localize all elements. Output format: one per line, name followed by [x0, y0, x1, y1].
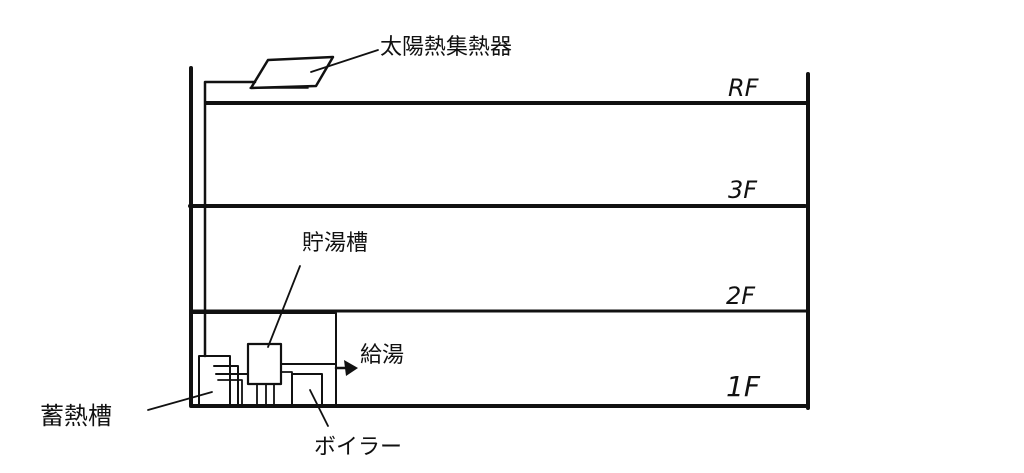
boiler-label: ボイラー — [314, 435, 402, 460]
tank-connector-pipe — [217, 379, 243, 407]
boiler — [291, 373, 323, 407]
solar-collector — [249, 55, 335, 90]
hot-water-storage-tank — [246, 342, 283, 386]
floor-label-3f: 3F — [728, 176, 758, 204]
storage-tank-leader-line — [267, 265, 301, 348]
tank-link-pipe — [280, 371, 293, 407]
heat-storage-leader-line — [147, 391, 213, 411]
heat-storage-tank-label: 蓄熱槽 — [40, 402, 112, 430]
supply-riser-pipe — [191, 312, 337, 407]
hot-water-supply-label: 給湯 — [360, 343, 404, 368]
floor-label-rf: RF — [728, 74, 760, 102]
collector-riser-pipe — [203, 80, 257, 358]
floor-label-2f: 2F — [726, 282, 756, 310]
storage-tank-label: 貯湯槽 — [302, 231, 368, 256]
collector-leader-line — [310, 49, 379, 73]
tank-loop-pipe — [213, 365, 239, 407]
hot-water-supply-arrowhead — [344, 360, 358, 376]
boiler-leader-line — [309, 389, 329, 427]
collector-label: 太陽熱集熱器 — [380, 35, 512, 60]
heat-storage-tank — [198, 355, 231, 407]
floor-label-1f: 1F — [726, 370, 761, 403]
